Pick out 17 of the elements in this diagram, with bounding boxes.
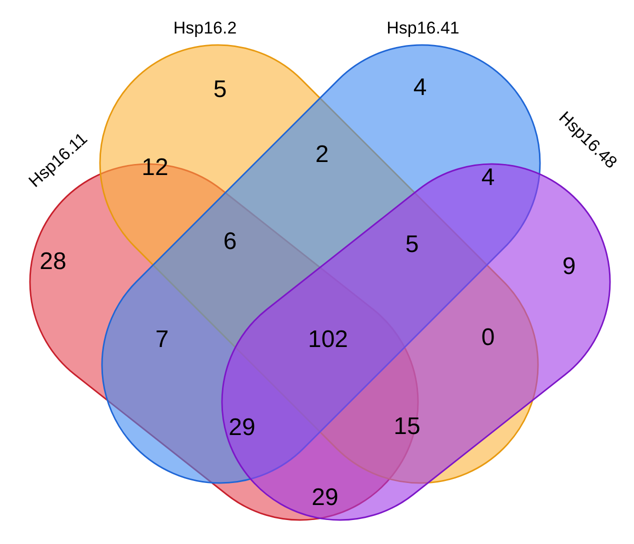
count-label: 12 <box>142 156 168 180</box>
count-label: 4 <box>413 76 427 100</box>
count-label: 4 <box>481 166 495 190</box>
count-label: 28 <box>40 250 66 274</box>
count-label: 5 <box>213 78 227 102</box>
count-label: 29 <box>312 486 338 510</box>
count-label: 15 <box>394 415 420 439</box>
count-label: 6 <box>223 230 237 254</box>
count-label: 9 <box>562 255 576 279</box>
count-label: 29 <box>228 416 256 440</box>
set-label: Hsp16.41 <box>386 20 460 36</box>
count-label: 7 <box>155 328 169 352</box>
count-label: 102 <box>308 328 348 352</box>
set-label: Hsp16.2 <box>173 20 237 36</box>
count-label: 2 <box>315 143 329 167</box>
count-label: 0 <box>481 326 495 350</box>
count-label: 5 <box>405 233 419 257</box>
